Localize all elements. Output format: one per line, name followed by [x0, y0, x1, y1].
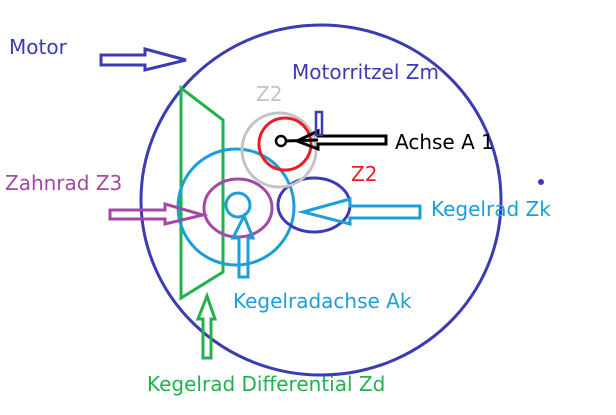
gear-z2-red-circle	[257, 116, 313, 172]
motor-housing-circle	[139, 23, 503, 377]
motorritzel-arrow	[314, 110, 324, 137]
axle-a1-circle	[274, 134, 288, 148]
z3-arrow	[108, 202, 209, 226]
blue-dot	[538, 179, 544, 185]
differential-bevel-gear-shape	[179, 84, 225, 301]
zk-arrow	[297, 197, 422, 226]
label-kegelrad-differential: Kegelrad Differential Zd	[147, 372, 386, 396]
label-motorritzel: Motorritzel Zm	[292, 60, 439, 84]
label-achse: Achse A 1	[395, 130, 494, 154]
gear-z2-gray-circle	[240, 111, 318, 189]
label-kegelradachse: Kegelradachse Ak	[233, 289, 412, 313]
label-zahnrad-z3: Zahnrad Z3	[5, 171, 123, 195]
label-kegelrad-zk: Kegelrad Zk	[431, 197, 551, 221]
zd-arrow	[195, 291, 218, 360]
label-motor: Motor	[9, 35, 67, 59]
label-z2-gray: Z2	[256, 82, 283, 106]
axle-arrow-shaft	[284, 138, 319, 143]
motor-arrow	[99, 47, 187, 72]
ak-arrow	[230, 212, 256, 279]
bevel-axle-circle	[224, 191, 252, 219]
label-z2-red: Z2	[351, 162, 378, 186]
